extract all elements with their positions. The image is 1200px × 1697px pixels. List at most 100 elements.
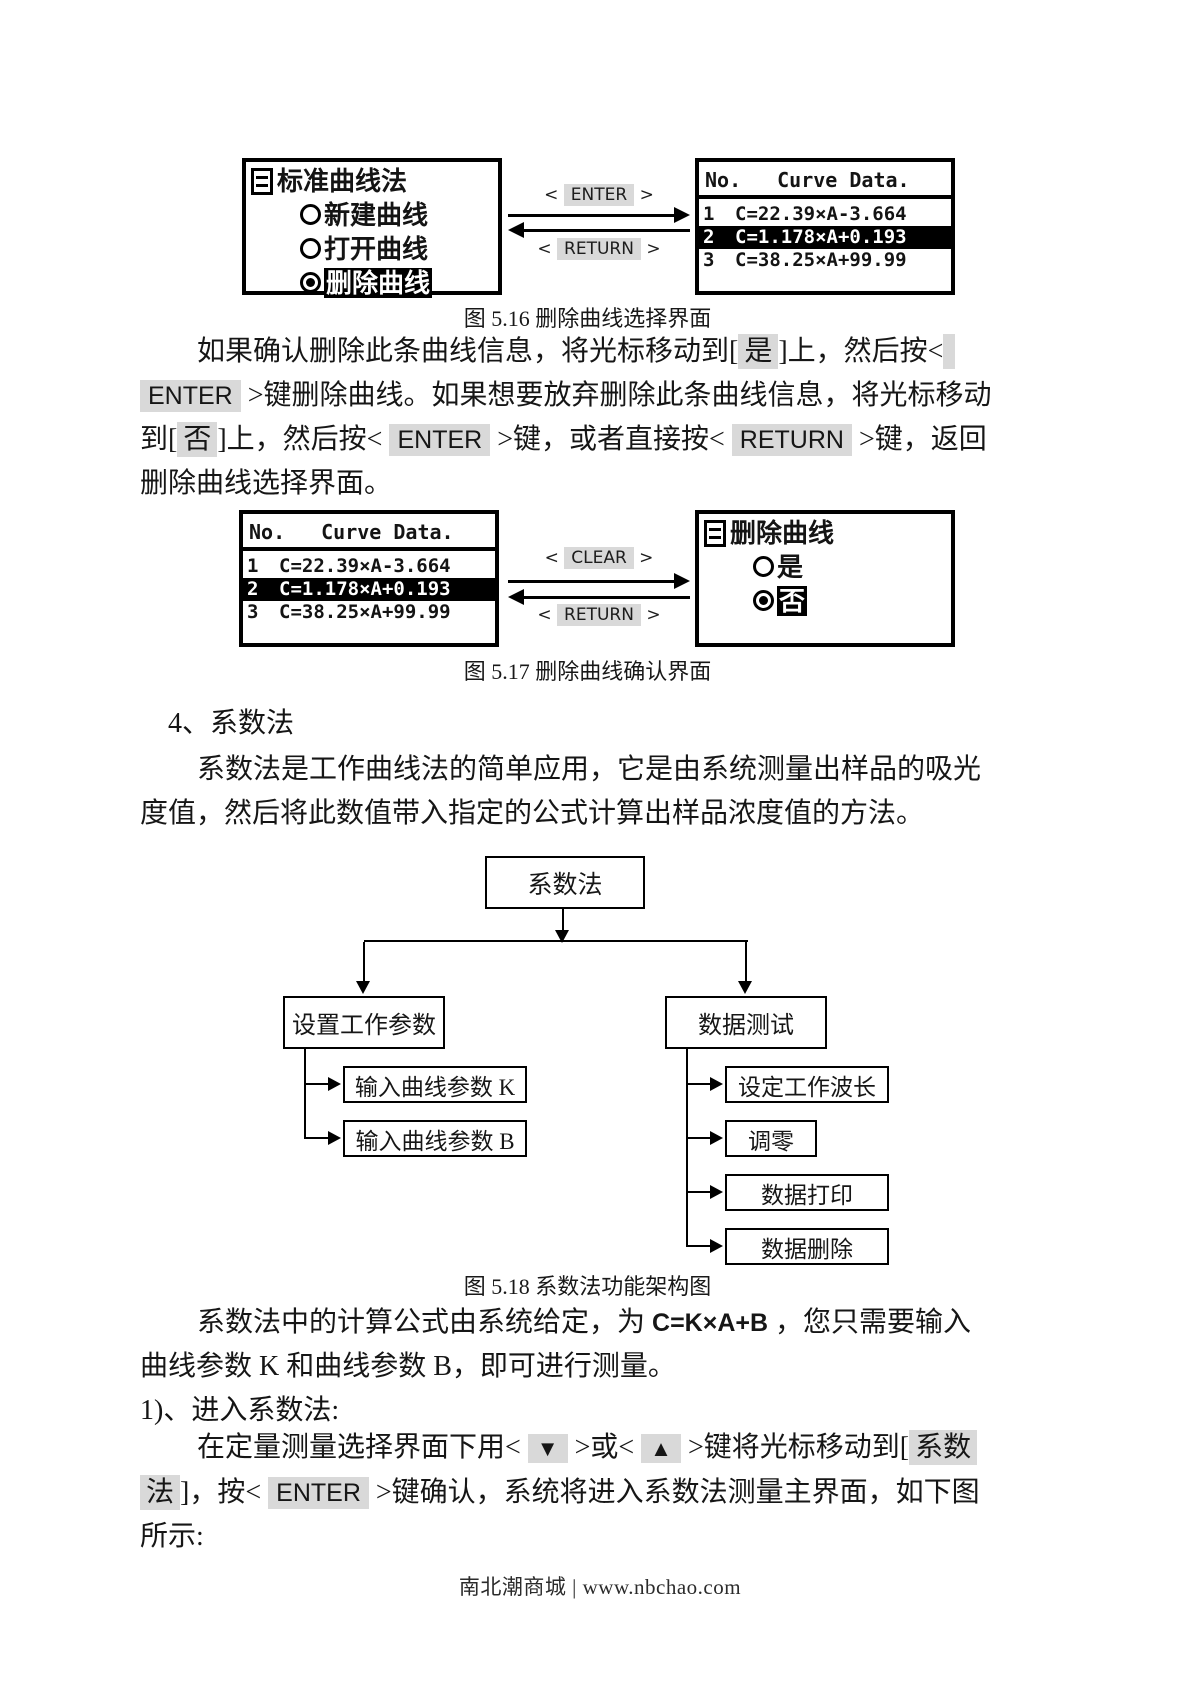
lcd-screen-title: 标准曲线法 bbox=[246, 162, 498, 196]
text-line: ENTER >键删除曲线。如果想要放弃删除此条曲线信息，将光标移动 bbox=[140, 374, 1045, 418]
down-arrowhead-icon bbox=[738, 981, 752, 994]
lcd-column-header: Curve Data. bbox=[777, 168, 910, 192]
right-arrowhead-icon bbox=[710, 1077, 723, 1091]
text-line: 到[否]上，然后按< ENTER >键，或者直接按< RETURN >键，返回 bbox=[140, 422, 987, 457]
lcd-option-label: 打开曲线 bbox=[324, 233, 429, 264]
down-arrowhead-icon bbox=[555, 930, 569, 943]
lcd-list-header: No. Curve Data. bbox=[243, 514, 495, 551]
lcd-menu-option: 删除曲线 bbox=[300, 267, 498, 298]
flow-connector-line bbox=[304, 1049, 306, 1139]
back-arrowhead-icon bbox=[508, 589, 524, 605]
flow-node-root: 系数法 bbox=[485, 856, 645, 909]
caption-fig-5-18: 图 5.18 系数法功能架构图 bbox=[463, 1274, 712, 1299]
key-highlight: ENTER bbox=[140, 380, 241, 412]
back-arrow-line bbox=[524, 596, 690, 599]
forward-arrowhead-icon bbox=[674, 207, 690, 223]
text-line: 所示: bbox=[140, 1521, 204, 1552]
paragraph-formula-description: 系数法中的计算公式由系统给定，为 C=K×A+B ，您只需要输入曲线参数 K 和… bbox=[140, 1301, 1045, 1389]
back-arrowhead-icon bbox=[508, 222, 524, 238]
flow-connector-line bbox=[686, 1245, 712, 1247]
lcd-column-header: No. bbox=[705, 168, 742, 192]
page-footer: 南北潮商城 | www.nbchao.com bbox=[458, 1575, 742, 1599]
lcd-column-header: No. bbox=[249, 520, 286, 544]
flow-connector-line bbox=[562, 909, 564, 931]
lcd-menu-option: 打开曲线 bbox=[300, 234, 498, 264]
right-arrowhead-icon bbox=[710, 1185, 723, 1199]
flow-node-child: 数据打印 bbox=[725, 1174, 889, 1211]
lcd-menu-option: 是 bbox=[753, 552, 951, 582]
lcd-option-label: 否 bbox=[777, 585, 808, 616]
curve-row-number: 1 bbox=[703, 203, 715, 225]
flow-connector-line bbox=[686, 1083, 712, 1085]
curve-list-row: 2 C=1.178×A+0.193 bbox=[243, 578, 495, 601]
right-arrowhead-icon bbox=[710, 1131, 723, 1145]
lcd-menu-option: 否 bbox=[753, 585, 951, 616]
key-label: RETURN bbox=[557, 604, 641, 626]
highlighted-text: 否 bbox=[177, 422, 218, 457]
flow-connector-line bbox=[304, 1083, 330, 1085]
flow-connector-line bbox=[363, 942, 365, 982]
key-highlight: ENTER bbox=[268, 1477, 369, 1509]
text-line: 如果确认删除此条曲线信息，将光标移动到[是]上，然后按< bbox=[140, 330, 1045, 374]
flow-connector-line bbox=[686, 1137, 712, 1139]
text-line: 在定量测量选择界面下用< ▼ >或< ▲ >键将光标移动到[系数 bbox=[140, 1426, 1045, 1471]
right-arrowhead-icon bbox=[710, 1239, 723, 1253]
text-line: 删除曲线选择界面。 bbox=[140, 468, 393, 499]
back-key-label: < RETURN > bbox=[537, 604, 661, 626]
arrow-key-icon: ▼ bbox=[527, 1434, 568, 1463]
flow-connector-line bbox=[686, 1191, 712, 1193]
forward-key-label: < CLEAR > bbox=[544, 547, 654, 569]
text-line: 曲线参数 K 和曲线参数 B，即可进行测量。 bbox=[140, 1351, 676, 1382]
flow-node-child: 设定工作波长 bbox=[725, 1066, 889, 1103]
lcd-column-header: Curve Data. bbox=[321, 520, 454, 544]
curve-row-number: 2 bbox=[247, 578, 259, 600]
highlighted-text: 是 bbox=[738, 334, 779, 369]
curve-list-row: 1 C=22.39×A-3.664 bbox=[699, 203, 951, 226]
lcd-screen-title-text: 标准曲线法 bbox=[277, 166, 408, 196]
flow-node-child: 输入曲线参数 K bbox=[343, 1066, 527, 1103]
key-highlight: RETURN bbox=[731, 424, 852, 456]
menu-list-icon bbox=[704, 519, 726, 547]
flow-node-child: 输入曲线参数 B bbox=[343, 1120, 527, 1157]
right-arrowhead-icon bbox=[328, 1131, 341, 1145]
text-line: 度值，然后将此数值带入指定的公式计算出样品浓度值的方法。 bbox=[140, 798, 925, 829]
flow-node-child: 调零 bbox=[725, 1120, 817, 1157]
lcd-option-label: 新建曲线 bbox=[324, 199, 429, 230]
lcd-list-header: No. Curve Data. bbox=[699, 162, 951, 199]
text-line: 系数法中的计算公式由系统给定，为 C=K×A+B ，您只需要输入 bbox=[197, 1307, 972, 1338]
curve-row-number: 2 bbox=[703, 226, 715, 248]
highlighted-text bbox=[943, 334, 956, 369]
down-arrowhead-icon bbox=[356, 981, 370, 994]
flow-node-set-parameters: 设置工作参数 bbox=[283, 996, 445, 1049]
curve-row-formula: C=1.178×A+0.193 bbox=[279, 578, 451, 600]
radio-icon bbox=[300, 204, 321, 226]
curve-row-number: 1 bbox=[247, 555, 259, 577]
curve-row-number: 3 bbox=[247, 601, 259, 623]
flow-connector-line bbox=[364, 940, 748, 942]
flow-connector-line bbox=[304, 1137, 330, 1139]
key-label: CLEAR bbox=[564, 547, 634, 569]
lcd-option-label: 是 bbox=[777, 551, 804, 582]
flow-connector-line bbox=[745, 942, 747, 982]
key-label: RETURN bbox=[557, 238, 641, 260]
fig516-transition-arrows: < ENTER >< RETURN > bbox=[504, 158, 694, 295]
forward-arrow-line bbox=[508, 214, 676, 217]
menu-list-icon bbox=[251, 167, 273, 195]
fig517-transition-arrows: < CLEAR > < RETURN > bbox=[504, 510, 694, 647]
caption-fig-5-17: 图 5.17 删除曲线确认界面 bbox=[463, 659, 712, 684]
forward-arrowhead-icon bbox=[674, 573, 690, 589]
paragraph-enter-method-instructions: 在定量测量选择界面下用< ▼ >或< ▲ >键将光标移动到[系数法]，按< EN… bbox=[140, 1426, 1045, 1559]
forward-key-label: < ENTER > bbox=[544, 184, 654, 206]
key-label: ENTER bbox=[563, 184, 635, 206]
right-arrowhead-icon bbox=[328, 1077, 341, 1091]
arrow-key-icon: ▲ bbox=[641, 1434, 681, 1463]
curve-row-formula: C=22.39×A-3.664 bbox=[735, 203, 907, 225]
curve-row-number: 3 bbox=[703, 249, 715, 271]
